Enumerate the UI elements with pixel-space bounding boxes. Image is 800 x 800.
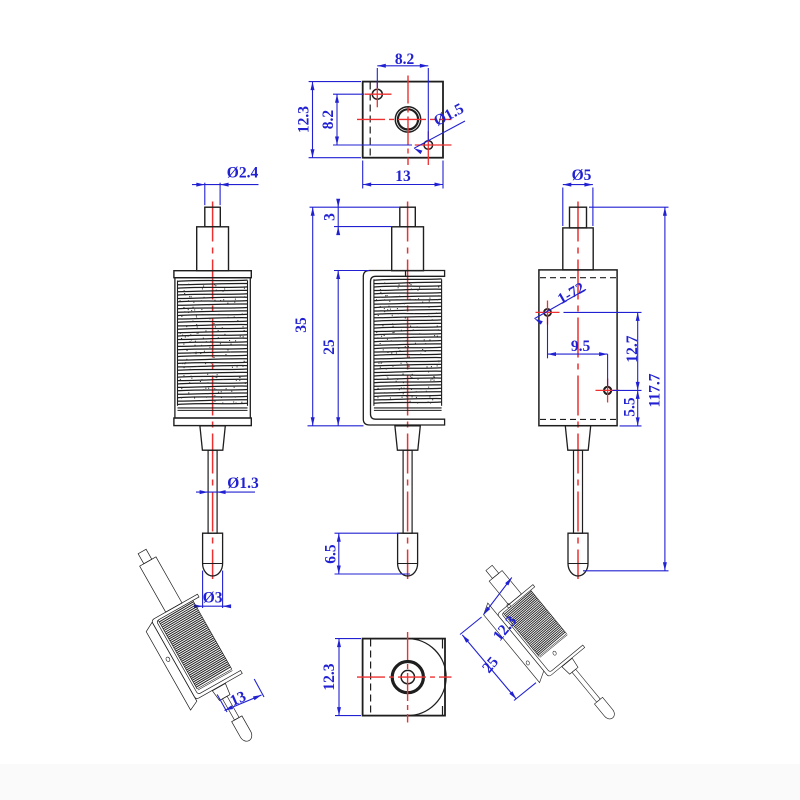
svg-text:25: 25: [479, 654, 502, 677]
svg-text:Ø2.4: Ø2.4: [227, 165, 259, 182]
svg-text:12.3: 12.3: [296, 106, 313, 133]
svg-text:8.2: 8.2: [395, 51, 415, 68]
svg-text:12.7: 12.7: [624, 335, 641, 362]
svg-text:Ø1.5: Ø1.5: [431, 100, 467, 130]
svg-text:117.7: 117.7: [647, 373, 664, 407]
svg-text:Ø5: Ø5: [572, 167, 592, 184]
svg-text:8.2: 8.2: [320, 110, 337, 130]
svg-text:5.5: 5.5: [622, 397, 639, 417]
svg-text:9.5: 9.5: [571, 338, 591, 355]
svg-text:13: 13: [395, 168, 411, 185]
svg-text:13: 13: [228, 688, 249, 710]
svg-text:3: 3: [322, 213, 339, 221]
svg-text:35: 35: [293, 317, 310, 333]
svg-text:1-72: 1-72: [555, 279, 588, 308]
svg-text:Ø3: Ø3: [203, 590, 223, 607]
svg-text:Ø1.3: Ø1.3: [227, 475, 259, 492]
svg-text:12.3: 12.3: [321, 663, 338, 690]
svg-text:25: 25: [321, 339, 338, 355]
svg-text:6.5: 6.5: [323, 544, 340, 564]
